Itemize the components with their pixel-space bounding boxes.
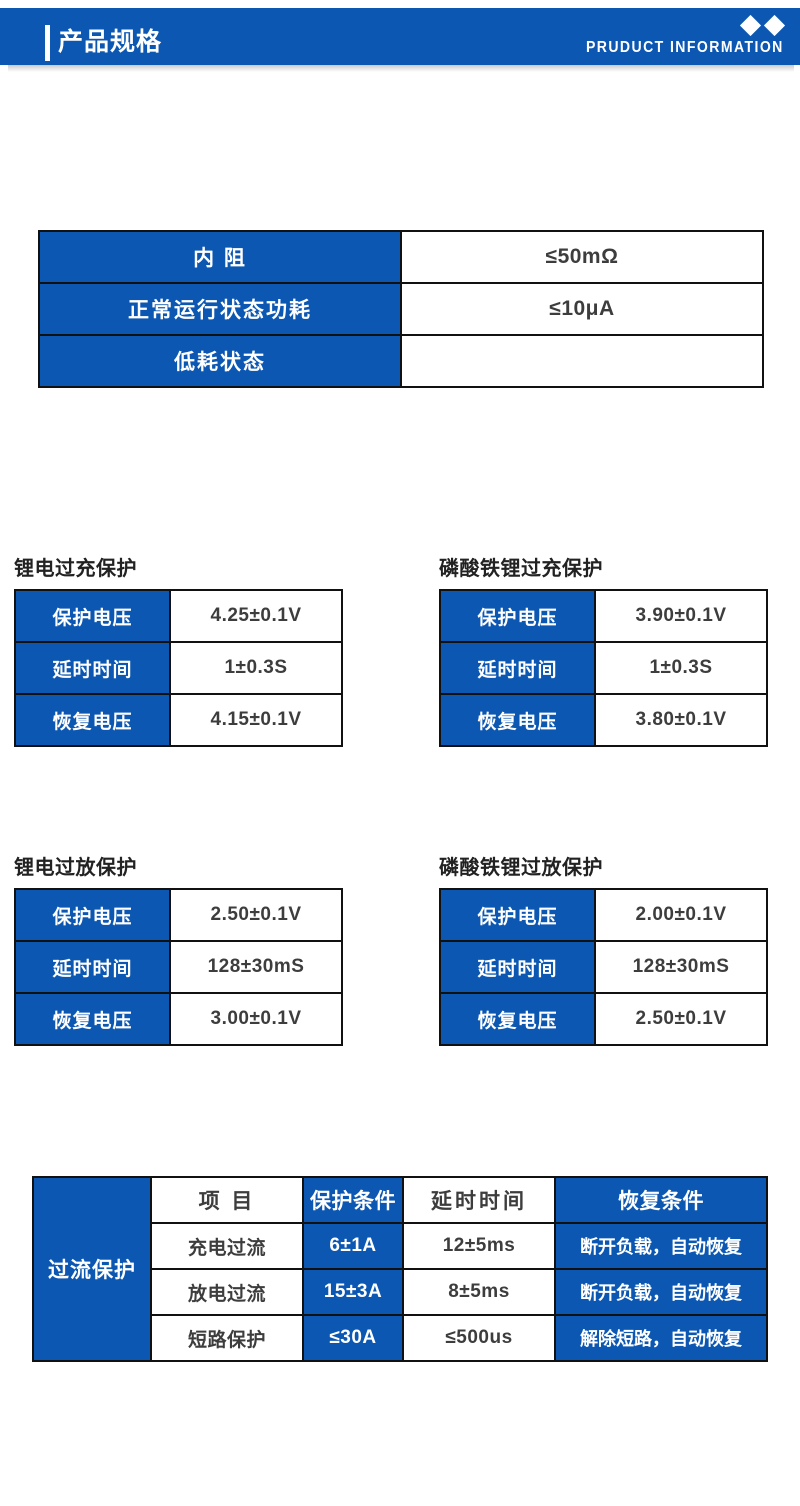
column-header-condition: 保护条件 (302, 1176, 404, 1224)
lfp-overcharge-table: 保护电压 3.90±0.1V 延时时间 1±0.3S 恢复电压 3.80±0.1… (439, 589, 768, 747)
param-value: 1±0.3S (169, 641, 343, 695)
param-value: 2.50±0.1V (169, 888, 343, 942)
table-row: 延时时间 128±30mS (14, 940, 343, 994)
table-row: 恢复电压 4.15±0.1V (14, 693, 343, 747)
diamond-decoration-group (739, 14, 786, 37)
table-row: 正常运行状态功耗 ≤10μA (38, 282, 764, 336)
basic-spec-table: 内 阻 ≤50mΩ 正常运行状态功耗 ≤10μA 低耗状态 (38, 230, 764, 388)
param-label: 恢复电压 (14, 992, 171, 1046)
spec-value: ≤10μA (400, 282, 764, 336)
param-value: 128±30mS (594, 940, 768, 994)
table-row: 恢复电压 2.50±0.1V (439, 992, 768, 1046)
oc-item: 短路保护 (150, 1314, 304, 1362)
table-row: 保护电压 3.90±0.1V (439, 589, 768, 643)
column-header-item: 项 目 (150, 1176, 304, 1224)
table-row: 低耗状态 (38, 334, 764, 388)
param-value: 2.50±0.1V (594, 992, 768, 1046)
param-value: 4.25±0.1V (169, 589, 343, 643)
param-label: 恢复电压 (14, 693, 171, 747)
param-value: 3.80±0.1V (594, 693, 768, 747)
oc-delay: 8±5ms (402, 1268, 556, 1316)
oc-item: 充电过流 (150, 1222, 304, 1270)
oc-recovery: 断开负载，自动恢复 (554, 1222, 768, 1270)
diamond-icon (739, 14, 762, 37)
table-row: 保护电压 2.00±0.1V (439, 888, 768, 942)
spec-value (400, 334, 764, 388)
oc-condition: 6±1A (302, 1222, 404, 1270)
table-row: 延时时间 1±0.3S (439, 641, 768, 695)
oc-item: 放电过流 (150, 1268, 304, 1316)
lfp-overdischarge-table: 保护电压 2.00±0.1V 延时时间 128±30mS 恢复电压 2.50±0… (439, 888, 768, 1046)
table-row: 保护电压 2.50±0.1V (14, 888, 343, 942)
oc-condition: ≤30A (302, 1314, 404, 1362)
table-row: 恢复电压 3.00±0.1V (14, 992, 343, 1046)
diamond-icon (763, 14, 786, 37)
li-overcharge-table: 保护电压 4.25±0.1V 延时时间 1±0.3S 恢复电压 4.15±0.1… (14, 589, 343, 747)
spec-label: 内 阻 (38, 230, 402, 284)
table-row: 延时时间 128±30mS (439, 940, 768, 994)
table-row: 保护电压 4.25±0.1V (14, 589, 343, 643)
table-row: 放电过流 15±3A 8±5ms 断开负载，自动恢复 (33, 1268, 768, 1316)
param-label: 保护电压 (439, 589, 596, 643)
table-row: 短路保护 ≤30A ≤500us 解除短路，自动恢复 (33, 1314, 768, 1362)
param-label: 恢复电压 (439, 693, 596, 747)
param-label: 保护电压 (14, 589, 171, 643)
oc-condition: 15±3A (302, 1268, 404, 1316)
li-overdischarge-table: 保护电压 2.50±0.1V 延时时间 128±30mS 恢复电压 3.00±0… (14, 888, 343, 1046)
param-label: 延时时间 (14, 641, 171, 695)
param-value: 3.90±0.1V (594, 589, 768, 643)
table-row: 内 阻 ≤50mΩ (38, 230, 764, 284)
param-value: 4.15±0.1V (169, 693, 343, 747)
oc-delay: ≤500us (402, 1314, 556, 1362)
title-accent-bar (45, 25, 50, 61)
section-title-li-overdischarge: 锂电过放保护 (14, 857, 137, 879)
oc-recovery: 断开负载，自动恢复 (554, 1268, 768, 1316)
column-header-delay: 延时时间 (402, 1176, 556, 1224)
page-title: 产品规格 (58, 28, 163, 56)
oc-delay: 12±5ms (402, 1222, 556, 1270)
param-label: 延时时间 (439, 641, 596, 695)
param-label: 保护电压 (14, 888, 171, 942)
param-label: 恢复电压 (439, 992, 596, 1046)
param-value: 2.00±0.1V (594, 888, 768, 942)
spec-label: 低耗状态 (38, 334, 402, 388)
overcurrent-protection-table: 过流保护 项 目 保护条件 延时时间 恢复条件 充电过流 6±1A 12±5ms… (32, 1176, 768, 1362)
page-subtitle: PRUDUCT INFORMATION (586, 39, 784, 56)
oc-recovery: 解除短路，自动恢复 (554, 1314, 768, 1362)
param-value: 3.00±0.1V (169, 992, 343, 1046)
table-row: 恢复电压 3.80±0.1V (439, 693, 768, 747)
table-row: 充电过流 6±1A 12±5ms 断开负载，自动恢复 (33, 1222, 768, 1270)
header-shadow-strip (8, 65, 794, 72)
table-row: 延时时间 1±0.3S (14, 641, 343, 695)
overcurrent-row-header: 过流保护 (32, 1176, 152, 1362)
spec-label: 正常运行状态功耗 (38, 282, 402, 336)
column-header-recovery: 恢复条件 (554, 1176, 768, 1224)
section-title-li-overcharge: 锂电过充保护 (14, 558, 137, 580)
param-value: 128±30mS (169, 940, 343, 994)
page-header-banner: 产品规格 PRUDUCT INFORMATION (0, 8, 800, 65)
spec-value: ≤50mΩ (400, 230, 764, 284)
section-title-lfp-overdischarge: 磷酸铁锂过放保护 (439, 857, 603, 879)
header-right-group: PRUDUCT INFORMATION (468, 14, 788, 64)
param-label: 保护电压 (439, 888, 596, 942)
param-value: 1±0.3S (594, 641, 768, 695)
param-label: 延时时间 (439, 940, 596, 994)
param-label: 延时时间 (14, 940, 171, 994)
table-header-row: 过流保护 项 目 保护条件 延时时间 恢复条件 (32, 1176, 768, 1362)
section-title-lfp-overcharge: 磷酸铁锂过充保护 (439, 558, 603, 580)
